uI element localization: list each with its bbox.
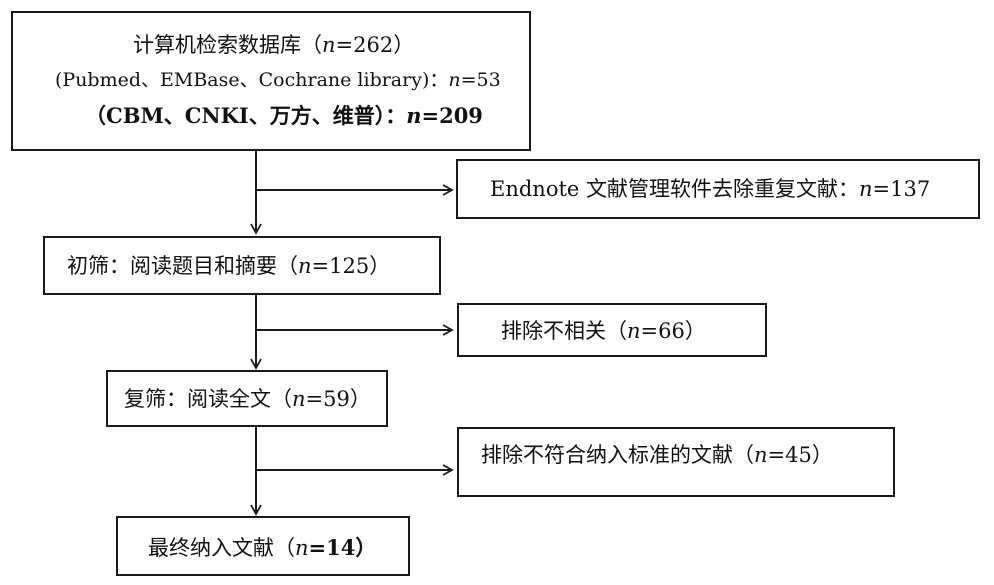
- excl2-line: 排除不符合纳入标准的文献（n=45）: [481, 445, 833, 466]
- screen1-box: 初筛：阅读题目和摘要（n=125）: [43, 236, 441, 295]
- search-line-1: 计算机检索数据库（n=262）: [133, 35, 414, 56]
- final-text: 最终纳入文献（: [148, 536, 295, 560]
- dedup-line: Endnote 文献管理软件去除重复文献：n=137: [490, 179, 930, 200]
- n-symbol: n: [448, 69, 461, 91]
- search-total-value: =262）: [335, 33, 415, 57]
- search-english-value: =53: [460, 69, 501, 91]
- dedup-text: Endnote 文献管理软件去除重复文献：: [490, 177, 860, 201]
- dedup-value: =137: [872, 177, 931, 201]
- dedup-box: Endnote 文献管理软件去除重复文献：n=137: [456, 159, 980, 219]
- final-value: =14）: [308, 535, 377, 560]
- excl1-text: 排除不相关（: [501, 319, 627, 343]
- n-symbol: n: [754, 443, 768, 467]
- excl2-value: =45）: [767, 443, 833, 467]
- excl1-line: 排除不相关（n=66）: [501, 321, 706, 342]
- screen1-text: 初筛：阅读题目和摘要（: [67, 254, 298, 278]
- excl2-text: 排除不符合纳入标准的文献（: [481, 443, 754, 467]
- screen2-value: =59）: [305, 387, 371, 411]
- n-symbol: n: [627, 319, 641, 343]
- excl1-box: 排除不相关（n=66）: [457, 303, 767, 357]
- n-symbol: n: [322, 33, 336, 57]
- screen2-text: 复筛：阅读全文（: [124, 387, 292, 411]
- screen1-value: =125）: [311, 254, 391, 278]
- n-symbol: n: [406, 103, 422, 128]
- excl1-value: =66）: [640, 319, 706, 343]
- excl2-box: 排除不符合纳入标准的文献（n=45）: [457, 427, 895, 497]
- final-box: 最终纳入文献（n=14）: [116, 516, 410, 576]
- search-line-2-text: (Pubmed、EMBase、Cochrane library)：: [55, 69, 449, 91]
- n-symbol: n: [295, 536, 309, 560]
- n-symbol: n: [859, 177, 873, 201]
- search-line-1-text: 计算机检索数据库（: [133, 33, 322, 57]
- n-symbol: n: [298, 254, 312, 278]
- screen2-box: 复筛：阅读全文（n=59）: [106, 370, 388, 427]
- n-symbol: n: [292, 387, 306, 411]
- search-box: 计算机检索数据库（n=262） (Pubmed、EMBase、Cochrane …: [11, 11, 531, 151]
- search-line-3-text: （CBM、CNKI、万方、维普）：: [85, 103, 407, 128]
- final-line: 最终纳入文献（n=14）: [148, 537, 376, 559]
- search-line-2: (Pubmed、EMBase、Cochrane library)：n=53: [55, 71, 501, 90]
- search-chinese-value: =209: [421, 103, 483, 128]
- search-line-3: （CBM、CNKI、万方、维普）：n=209: [85, 105, 483, 126]
- screen1-line: 初筛：阅读题目和摘要（n=125）: [67, 256, 390, 277]
- screen2-line: 复筛：阅读全文（n=59）: [124, 389, 371, 410]
